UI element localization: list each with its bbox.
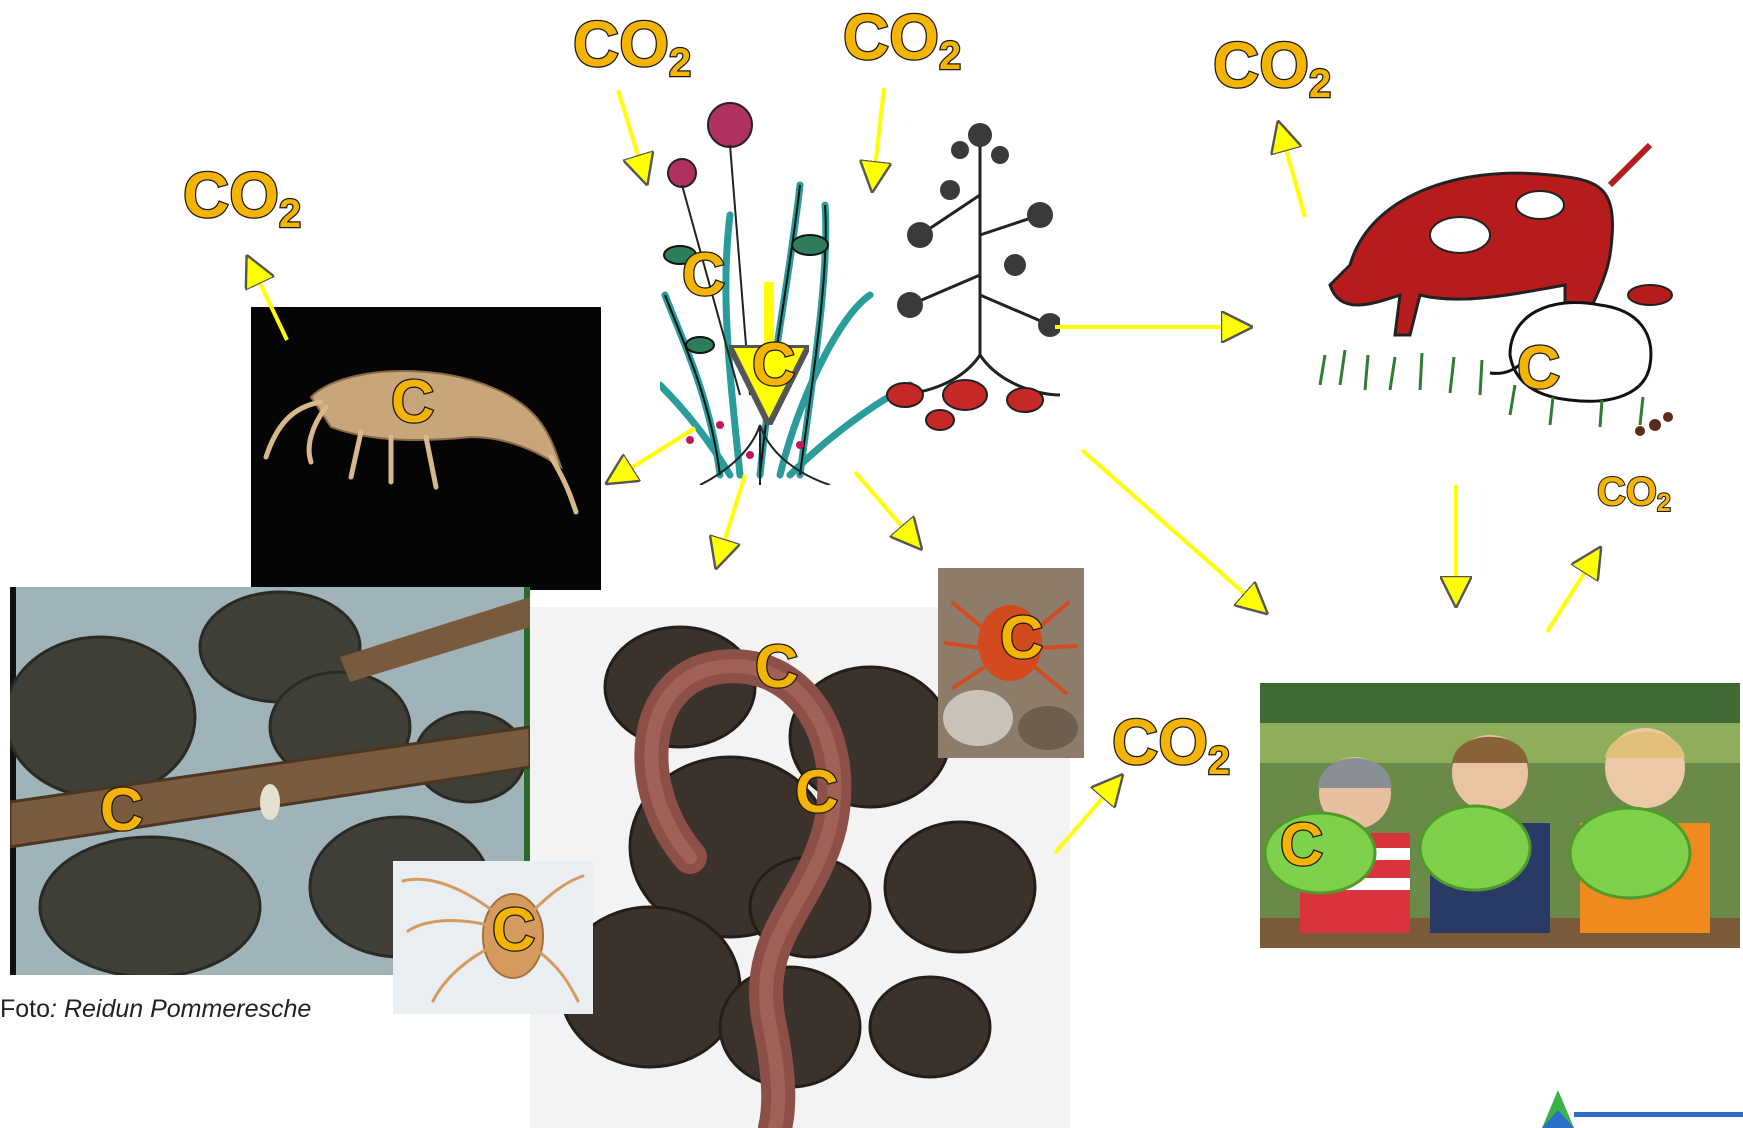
carbon-label-soil: C: [100, 780, 143, 840]
co2-label-cow: CO2: [1213, 33, 1331, 105]
arrow-cow-to-co2: [1280, 128, 1305, 217]
carbon-label-small-mite: C: [492, 900, 535, 960]
photo-credit-author: Reidun Pommeresche: [64, 995, 311, 1023]
co2-label-top-right: CO2: [843, 5, 961, 77]
photo-credit: Foto: Reidun Pommeresche: [0, 995, 311, 1024]
carbon-label-springtail: C: [391, 372, 434, 432]
arrow-co2-to-plant-right: [873, 88, 884, 185]
carbon-label-red-mite: C: [1000, 608, 1043, 668]
arrow-co2-to-plant-left: [618, 90, 645, 178]
co2-label-springtail: CO2: [183, 163, 301, 235]
carbon-label-cow: C: [1517, 338, 1560, 398]
co2-label-top-left: CO2: [573, 12, 691, 84]
carbon-label-earthworm: C: [755, 637, 798, 697]
arrow-plant-to-mite: [855, 472, 917, 544]
arrow-springtail-to-co2: [250, 262, 287, 340]
co2-label-soil: CO2: [1112, 710, 1230, 782]
carbon-label-plant: C: [682, 245, 725, 305]
arrow-plant-to-children: [1082, 450, 1262, 609]
carbon-label-soil-aggregate: C: [795, 762, 838, 822]
carbon-label-children: C: [1280, 815, 1323, 875]
arrow-children-to-co2: [1547, 553, 1597, 632]
arrow-soil-to-co2: [1055, 780, 1118, 853]
arrow-plant-to-soil: [718, 475, 745, 562]
arrow-plant-to-springtail: [612, 428, 695, 480]
carbon-label-plant-root: C: [752, 335, 795, 395]
co2-label-children: CO2: [1597, 472, 1671, 517]
